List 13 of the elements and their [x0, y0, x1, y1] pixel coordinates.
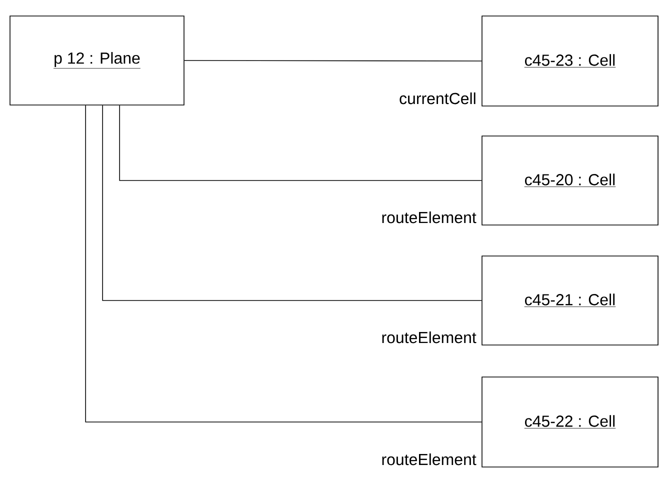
- connector-line: [102, 105, 482, 301]
- object-box: c45-21 : Cell: [482, 256, 658, 346]
- object-box: p 12 : Plane: [10, 16, 184, 106]
- connector-line: [184, 60, 482, 62]
- role-label: routeElement: [382, 331, 476, 344]
- object-box: c45-23 : Cell: [482, 16, 658, 106]
- role-label: routeElement: [382, 211, 476, 224]
- role-label: routeElement: [382, 453, 476, 466]
- object-box: c45-22 : Cell: [482, 376, 658, 468]
- object-box: c45-20 : Cell: [482, 136, 658, 226]
- connector-line: [85, 105, 482, 422]
- connector-line: [119, 105, 482, 181]
- role-label: currentCell: [400, 92, 476, 104]
